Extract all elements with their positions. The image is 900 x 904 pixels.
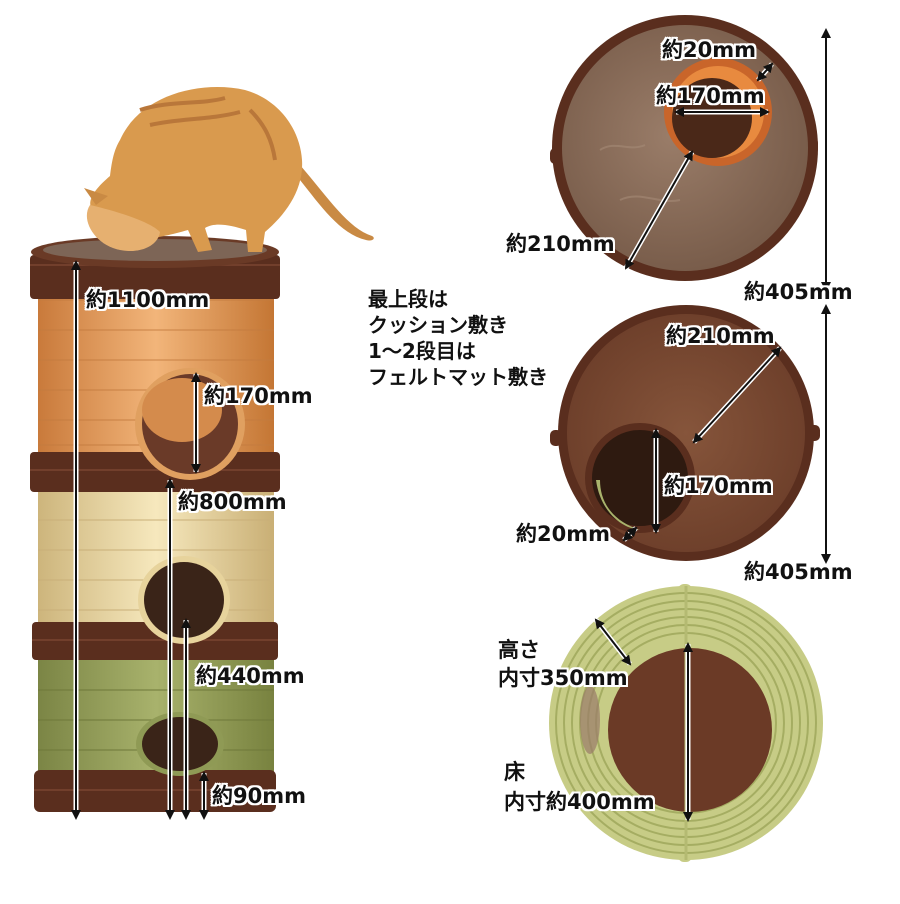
label-bowl-floor-2: 内寸約400mm (504, 790, 655, 814)
label-tower-base: 約90mm (212, 784, 306, 808)
label-tower-height: 約1100mm (86, 288, 210, 312)
cat-tower (30, 236, 280, 812)
label-mid-rim: 約20mm (516, 522, 610, 546)
label-top-rim: 約20mm (662, 38, 756, 62)
label-bowl-floor-1: 床 (504, 760, 525, 784)
label-tower-low: 約440mm (196, 664, 305, 688)
label-bowl-height-2: 内寸350mm (498, 666, 628, 690)
label-top-radius: 約210mm (506, 232, 615, 256)
note-line-2: クッション敷き (368, 313, 508, 337)
label-bowl-height-1: 高さ (498, 638, 540, 662)
cat (84, 87, 374, 252)
cushion-note: 最上段は クッション敷き 1〜2段目は フェルトマット敷き (368, 286, 548, 390)
label-top-diameter: 約405mm (744, 280, 853, 304)
top-view-cushion (550, 15, 818, 281)
note-line-1: 最上段は (368, 287, 448, 311)
dimension-lines (71, 28, 831, 822)
label-tower-mid: 約800mm (178, 490, 287, 514)
note-line-4: フェルトマット敷き (368, 365, 548, 389)
note-line-3: 1〜2段目は (368, 339, 476, 363)
label-tower-hole: 約170mm (204, 384, 313, 408)
label-mid-hole: 約170mm (664, 474, 773, 498)
label-mid-diameter: 約405mm (744, 560, 853, 584)
label-mid-radius: 約210mm (666, 324, 775, 348)
label-top-hole: 約170mm (656, 84, 765, 108)
